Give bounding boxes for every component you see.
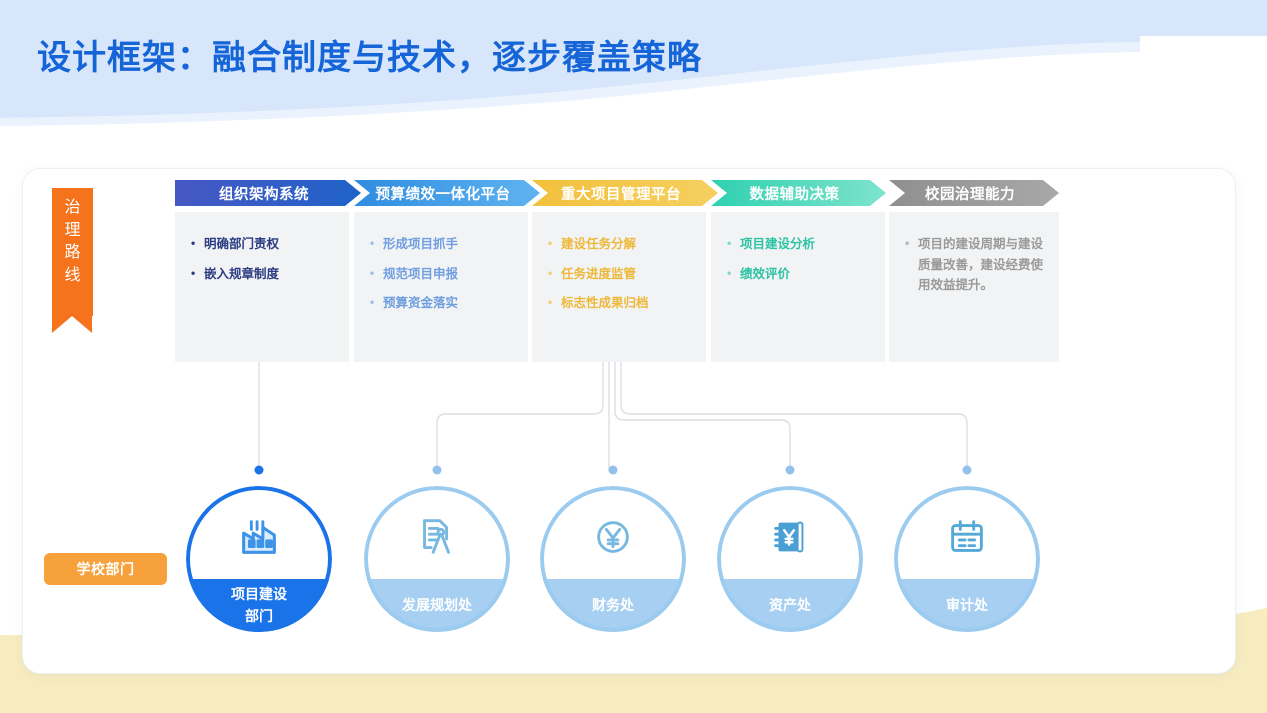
stage-bullet-item: • 形成项目抓手 [370, 234, 514, 255]
bullet-dot-icon: • [370, 265, 375, 280]
stage-bullet-item: • 明确部门责权 [191, 234, 335, 255]
stage-panel-0: • 明确部门责权 • 嵌入规章制度 [175, 212, 349, 362]
school-department-badge-label: 学校部门 [76, 561, 135, 577]
stage-bullet-item: • 任务进度监管 [548, 264, 692, 285]
stage-chevron-label-0: 组织架构系统 [219, 186, 309, 203]
stage-chevron-label-1: 预算绩效一体化平台 [375, 186, 511, 203]
stage-panel-3: • 项目建设分析 • 绩效评价 [711, 212, 885, 362]
department-circle-2[interactable]: 财务处 [540, 486, 686, 632]
stage-chevron-label-3: 数据辅助决策 [749, 186, 840, 203]
bullet-dot-icon: • [548, 236, 553, 250]
bullet-text: 任务进度监管 [561, 266, 637, 281]
bullet-text: 项目建设分析 [740, 237, 816, 251]
stage-bullet-item: • 嵌入规章制度 [191, 264, 335, 285]
ribbon-char-2: 路 [64, 244, 81, 262]
bullet-dot-icon: • [727, 265, 732, 280]
governance-route-ribbon: 治理路线 [52, 188, 93, 316]
stage-chevron-0[interactable]: 组织架构系统 [175, 180, 361, 206]
bullet-text: 明确部门责权 [204, 237, 280, 251]
department-circle-3[interactable]: 资产处 [717, 486, 863, 632]
circle-ring [540, 486, 686, 632]
stage-chevron-label-2: 重大项目管理平台 [561, 186, 681, 203]
governance-route-ribbon-tip [52, 316, 92, 333]
bullet-text: 形成项目抓手 [383, 237, 459, 251]
bullet-text: 标志性成果归档 [561, 296, 649, 311]
ribbon-char-0: 治 [64, 199, 81, 216]
stage-bullet-item: • 建设任务分解 [548, 234, 692, 255]
circle-ring [364, 486, 510, 632]
stage-panel-1: • 形成项目抓手 • 规范项目申报 • 预算资金落实 [354, 212, 528, 362]
school-department-badge: 学校部门 [44, 553, 167, 585]
bullet-text: 项目的建设周期与建设质量改善，建设经费使用效益提升。 [918, 237, 1044, 293]
stage-chevron-4[interactable]: 校园治理能力 [889, 180, 1059, 206]
bullet-dot-icon: • [191, 265, 196, 280]
stage-chevron-3[interactable]: 数据辅助决策 [711, 180, 886, 206]
stage-bullet-item: • 标志性成果归档 [548, 293, 692, 314]
stage-chevron-2[interactable]: 重大项目管理平台 [532, 180, 718, 206]
ribbon-char-3: 线 [64, 267, 81, 285]
stage-bullet-item: • 预算资金落实 [370, 293, 514, 314]
stage-bullet-item: • 规范项目申报 [370, 264, 514, 285]
bullet-dot-icon: • [905, 236, 910, 250]
circle-ring [186, 486, 332, 632]
stage-chevron-1[interactable]: 预算绩效一体化平台 [354, 180, 540, 206]
department-circle-0[interactable]: 项目建设部门 [186, 486, 332, 632]
bullet-dot-icon: • [548, 265, 553, 280]
bullet-dot-icon: • [191, 236, 196, 250]
ribbon-char-1: 理 [64, 221, 81, 239]
bullet-text: 预算资金落实 [383, 296, 459, 311]
bullet-dot-icon: • [727, 236, 732, 250]
page-title: 设计框架：融合制度与技术，逐步覆盖策略 [37, 39, 702, 77]
stage-bullet-item: • 绩效评价 [727, 264, 871, 285]
stage-chevron-label-4: 校园治理能力 [925, 186, 1015, 203]
bullet-text: 嵌入规章制度 [204, 266, 280, 281]
stage-panel-2: • 建设任务分解 • 任务进度监管 • 标志性成果归档 [532, 212, 706, 362]
stage-bullet-item: • 项目建设分析 [727, 234, 871, 255]
department-circle-4[interactable]: 审计处 [894, 486, 1040, 632]
stage-bullet-item: • 项目的建设周期与建设质量改善，建设经费使用效益提升。 [905, 234, 1045, 296]
bullet-text: 建设任务分解 [561, 237, 637, 251]
bullet-dot-icon: • [548, 295, 553, 310]
stage-panel-4: • 项目的建设周期与建设质量改善，建设经费使用效益提升。 [889, 212, 1059, 362]
circle-ring [717, 486, 863, 632]
bullet-text: 绩效评价 [740, 266, 791, 281]
bullet-text: 规范项目申报 [383, 266, 459, 281]
bullet-dot-icon: • [370, 295, 375, 310]
bullet-dot-icon: • [370, 236, 375, 250]
circle-ring [894, 486, 1040, 632]
department-circle-1[interactable]: 发展规划处 [364, 486, 510, 632]
